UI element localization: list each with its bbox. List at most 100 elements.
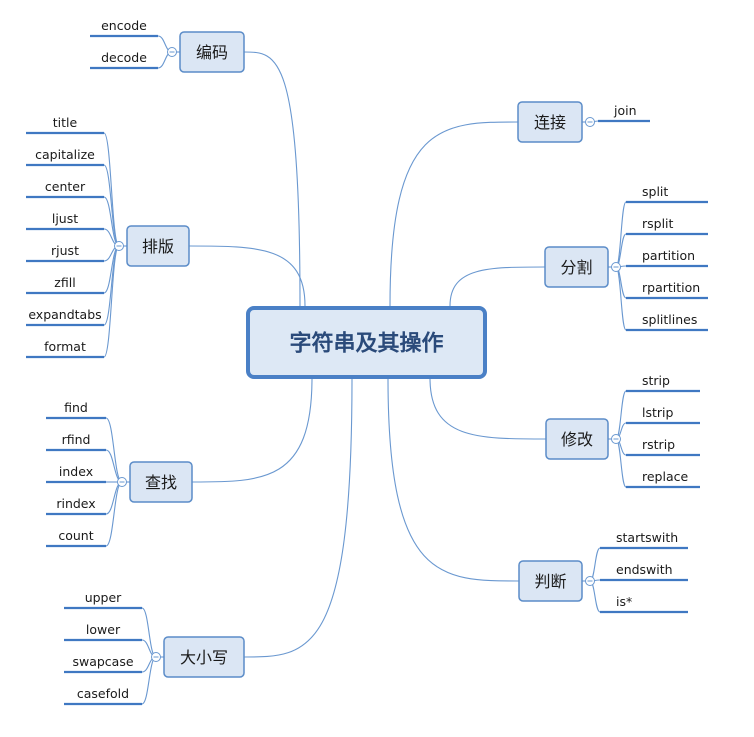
leaf-node-label-split: split: [642, 184, 668, 199]
leaf-node-endswith[interactable]: endswith: [600, 562, 688, 582]
branch-node-box-split: [544, 246, 609, 288]
branch-node-box-judge: [518, 560, 583, 602]
leaf-node-label-count: count: [58, 528, 93, 543]
connector-judge-startswith: [589, 547, 601, 582]
connector-search-rindex: [105, 481, 123, 515]
connector-layout-expandtabs: [103, 245, 120, 326]
branch-node-case[interactable]: 大小写: [163, 636, 245, 678]
leaf-node-label-swapcase: swapcase: [72, 654, 133, 669]
root-node[interactable]: 字符串及其操作: [246, 306, 487, 379]
leaf-node-rindex[interactable]: rindex: [46, 496, 106, 516]
leaf-node-startswith[interactable]: startswith: [600, 530, 688, 550]
branch-node-box-case: [163, 636, 245, 678]
leaf-node-encode[interactable]: encode: [90, 18, 158, 38]
leaf-node-count[interactable]: count: [46, 528, 106, 548]
leaf-node-label-index: index: [59, 464, 93, 479]
branch-node-box-modify: [545, 418, 609, 460]
leaf-node-splitlines[interactable]: splitlines: [626, 312, 708, 332]
connector-split-splitlines: [615, 266, 627, 331]
leaf-node-label-strip: strip: [642, 373, 670, 388]
branch-node-label-encoding: 编码: [196, 43, 228, 62]
collapse-toggle-search[interactable]: [117, 477, 131, 487]
leaf-node-label-rpartition: rpartition: [642, 280, 700, 295]
node-layer: 字符串及其操作 编码 encode decode 排版 title capitalize ce…: [26, 18, 708, 706]
collapse-toggle-join[interactable]: [582, 117, 595, 127]
leaf-node-label-endswith: endswith: [616, 562, 673, 577]
leaf-node-label-rsplit: rsplit: [642, 216, 674, 231]
leaf-node-zfill[interactable]: zfill: [26, 275, 104, 295]
root-node-label: 字符串及其操作: [289, 331, 443, 357]
leaf-node-label-title: title: [53, 115, 78, 130]
leaf-node-label-expandtabs: expandtabs: [28, 307, 101, 322]
leaf-node-rjust[interactable]: rjust: [26, 243, 104, 263]
connector-root-modify: [429, 377, 547, 440]
branch-node-label-join: 连接: [534, 113, 566, 132]
leaf-node-capitalize[interactable]: capitalize: [26, 147, 104, 167]
connector-layout-format: [103, 245, 120, 358]
branch-node-join[interactable]: 连接: [517, 101, 583, 143]
branch-node-label-judge: 判断: [534, 572, 566, 591]
connector-root-judge: [387, 377, 520, 582]
leaf-node-split[interactable]: split: [626, 184, 708, 204]
leaf-node-label-rstrip: rstrip: [642, 437, 675, 452]
leaf-node-label-join: join: [613, 103, 637, 118]
leaf-node-rstrip[interactable]: rstrip: [626, 437, 700, 457]
leaf-node-rsplit[interactable]: rsplit: [626, 216, 708, 236]
collapse-toggle-encoding[interactable]: [167, 47, 181, 57]
leaf-node-label-center: center: [45, 179, 86, 194]
leaf-node-label-encode: encode: [101, 18, 147, 33]
leaf-node-label-splitlines: splitlines: [642, 312, 697, 327]
collapse-toggle-modify[interactable]: [608, 434, 621, 444]
leaf-node-label-rfind: rfind: [62, 432, 91, 447]
branch-node-search[interactable]: 查找: [129, 461, 193, 503]
leaf-node-decode[interactable]: decode: [90, 50, 158, 70]
leaf-node-upper[interactable]: upper: [64, 590, 142, 610]
branch-node-label-layout: 排版: [142, 237, 174, 256]
branch-node-label-modify: 修改: [561, 430, 593, 449]
leaf-node-swapcase[interactable]: swapcase: [64, 654, 142, 674]
leaf-node-lower[interactable]: lower: [64, 622, 142, 642]
leaf-node-label-capitalize: capitalize: [35, 147, 95, 162]
connector-root-layout: [188, 245, 306, 307]
leaf-node-label-partition: partition: [642, 248, 695, 263]
leaf-node-casefold[interactable]: casefold: [64, 686, 142, 706]
collapse-toggle-judge[interactable]: [582, 576, 595, 586]
leaf-node-rpartition[interactable]: rpartition: [626, 280, 708, 300]
leaf-node-lstrip[interactable]: lstrip: [626, 405, 700, 425]
collapse-toggle-split[interactable]: [608, 262, 621, 272]
leaf-node-center[interactable]: center: [26, 179, 104, 199]
branch-node-split[interactable]: 分割: [544, 246, 609, 288]
collapse-toggle-case[interactable]: [151, 652, 165, 662]
leaf-node-expandtabs[interactable]: expandtabs: [26, 307, 104, 327]
leaf-node-join[interactable]: join: [598, 103, 650, 123]
root-node-box: [246, 306, 487, 379]
connector-root-search: [191, 377, 313, 483]
leaf-node-title[interactable]: title: [26, 115, 104, 135]
leaf-node-replace[interactable]: replace: [626, 469, 700, 489]
branch-node-layout[interactable]: 排版: [126, 225, 190, 267]
collapse-toggle-layout[interactable]: [114, 241, 128, 251]
leaf-node-isstar[interactable]: is*: [600, 594, 688, 614]
leaf-node-label-zfill: zfill: [54, 275, 75, 290]
branch-node-encoding[interactable]: 编码: [179, 31, 245, 73]
branch-node-judge[interactable]: 判断: [518, 560, 583, 602]
branch-node-box-search: [129, 461, 193, 503]
leaf-node-partition[interactable]: partition: [626, 248, 708, 268]
leaf-node-strip[interactable]: strip: [626, 373, 700, 393]
leaf-node-index[interactable]: index: [46, 464, 106, 484]
leaf-node-label-find: find: [64, 400, 88, 415]
branch-node-modify[interactable]: 修改: [545, 418, 609, 460]
leaf-node-rfind[interactable]: rfind: [46, 432, 106, 452]
leaf-node-label-ljust: ljust: [52, 211, 78, 226]
leaf-node-label-format: format: [44, 339, 86, 354]
branch-node-label-case: 大小写: [180, 648, 228, 667]
connector-root-split: [449, 266, 546, 307]
leaf-node-label-rjust: rjust: [51, 243, 79, 258]
leaf-node-format[interactable]: format: [26, 339, 104, 359]
leaf-node-label-casefold: casefold: [77, 686, 129, 701]
connector-search-count: [105, 481, 123, 547]
leaf-node-find[interactable]: find: [46, 400, 106, 420]
leaf-node-label-lower: lower: [86, 622, 121, 637]
connector-root-join: [389, 121, 519, 307]
leaf-node-ljust[interactable]: ljust: [26, 211, 104, 231]
